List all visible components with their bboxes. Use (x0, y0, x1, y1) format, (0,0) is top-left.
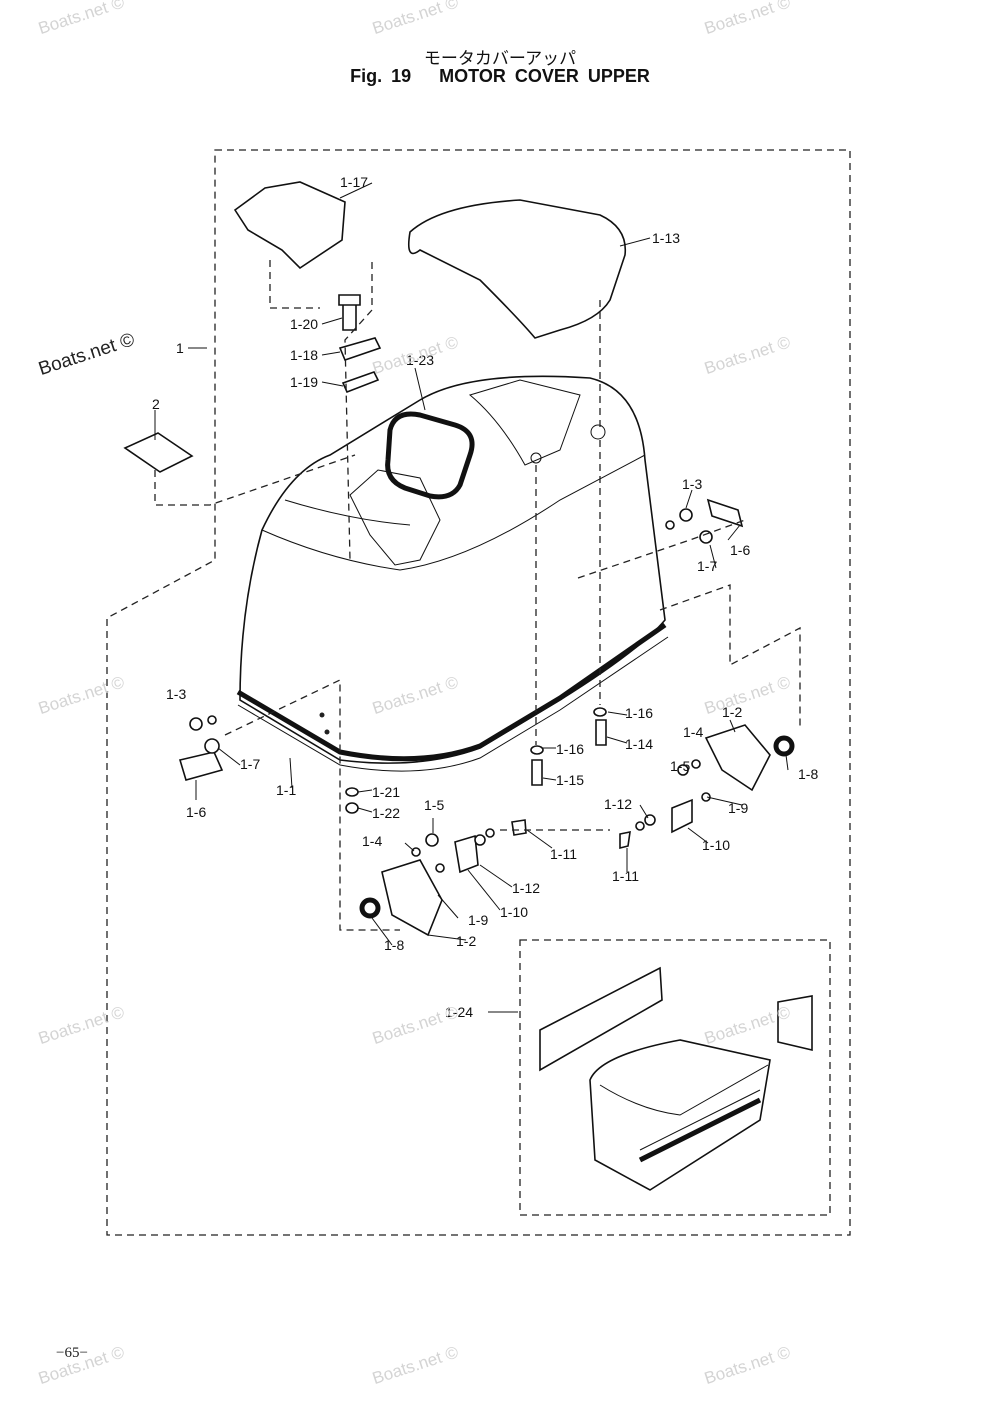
callout-1-10-right: 1-10 (702, 837, 731, 853)
callout-1-1: 1-1 (276, 782, 297, 798)
motor-cover-body (236, 375, 669, 772)
decal-inset-boundary (519, 939, 831, 1216)
callout-1-14: 1-14 (625, 736, 654, 752)
callout-1-12-right: 1-12 (604, 796, 633, 812)
callout-1-24: 1-24 (445, 1004, 474, 1020)
page-number: −65− (56, 1345, 88, 1361)
callout-1-18: 1-18 (290, 347, 319, 363)
callout-1-8-left: 1-8 (384, 937, 405, 953)
stud-1-15 (531, 759, 543, 786)
retainer-plate (341, 371, 380, 394)
latch-lever-right (706, 498, 744, 528)
latch-lever-left (178, 751, 224, 781)
stud-1-14 (595, 719, 607, 746)
callout-1-3-right: 1-3 (682, 476, 703, 492)
callout-1-11-right: 1-11 (612, 868, 639, 884)
bracket-right (704, 724, 771, 792)
callout-1-23: 1-23 (406, 352, 435, 368)
intake-gasket (385, 411, 475, 500)
cap-plate (233, 181, 346, 270)
callout-1-9-right: 1-9 (728, 800, 749, 816)
callout-1-11-left: 1-11 (550, 846, 577, 862)
assembly-boundary (106, 149, 851, 1236)
decal-set-illustration (539, 966, 813, 1191)
callout-1-16-right: 1-16 (625, 705, 654, 721)
bolt (342, 302, 357, 331)
callout-1-8-right: 1-8 (798, 766, 819, 782)
callout-1-2-left: 1-2 (456, 933, 477, 949)
figure-title-japanese: モータカバーアッパ (423, 49, 577, 69)
callout-1-2-right: 1-2 (722, 704, 743, 720)
callout-1-7-right: 1-7 (697, 558, 718, 574)
figure-title-english: MOTOR COVER UPPER (439, 66, 650, 86)
callout-1: 1 (176, 340, 184, 356)
callout-1-6-right: 1-6 (730, 542, 751, 558)
callout-1-5-left: 1-5 (424, 797, 445, 813)
top-cover (407, 199, 627, 339)
callout-1-21: 1-21 (372, 784, 401, 800)
callout-1-17: 1-17 (340, 174, 369, 190)
figure-title: Fig. 19 MOTOR COVER UPPER (0, 66, 1000, 87)
callout-1-4-left: 1-4 (362, 833, 383, 849)
bracket-left (381, 859, 443, 937)
callout-2: 2 (152, 396, 160, 412)
callout-1-9-left: 1-9 (468, 912, 489, 928)
callout-1-5-right: 1-5 (670, 758, 691, 774)
callout-1-3-left: 1-3 (166, 686, 187, 702)
clip (338, 337, 382, 361)
callout-1-19: 1-19 (290, 374, 319, 390)
callout-1-7-left: 1-7 (240, 756, 261, 772)
figure-number: Fig. 19 (350, 66, 412, 86)
callout-1-4-right: 1-4 (683, 724, 704, 740)
callout-1-13: 1-13 (652, 230, 681, 246)
callout-1-16-center: 1-16 (556, 741, 585, 757)
callout-1-6-left: 1-6 (186, 804, 207, 820)
callout-1-15: 1-15 (556, 772, 585, 788)
callout-1-22: 1-22 (372, 805, 401, 821)
callout-1-20: 1-20 (290, 316, 319, 332)
decal-2 (123, 432, 194, 473)
callout-1-10-left: 1-10 (500, 904, 529, 920)
callout-1-12-left: 1-12 (512, 880, 541, 896)
